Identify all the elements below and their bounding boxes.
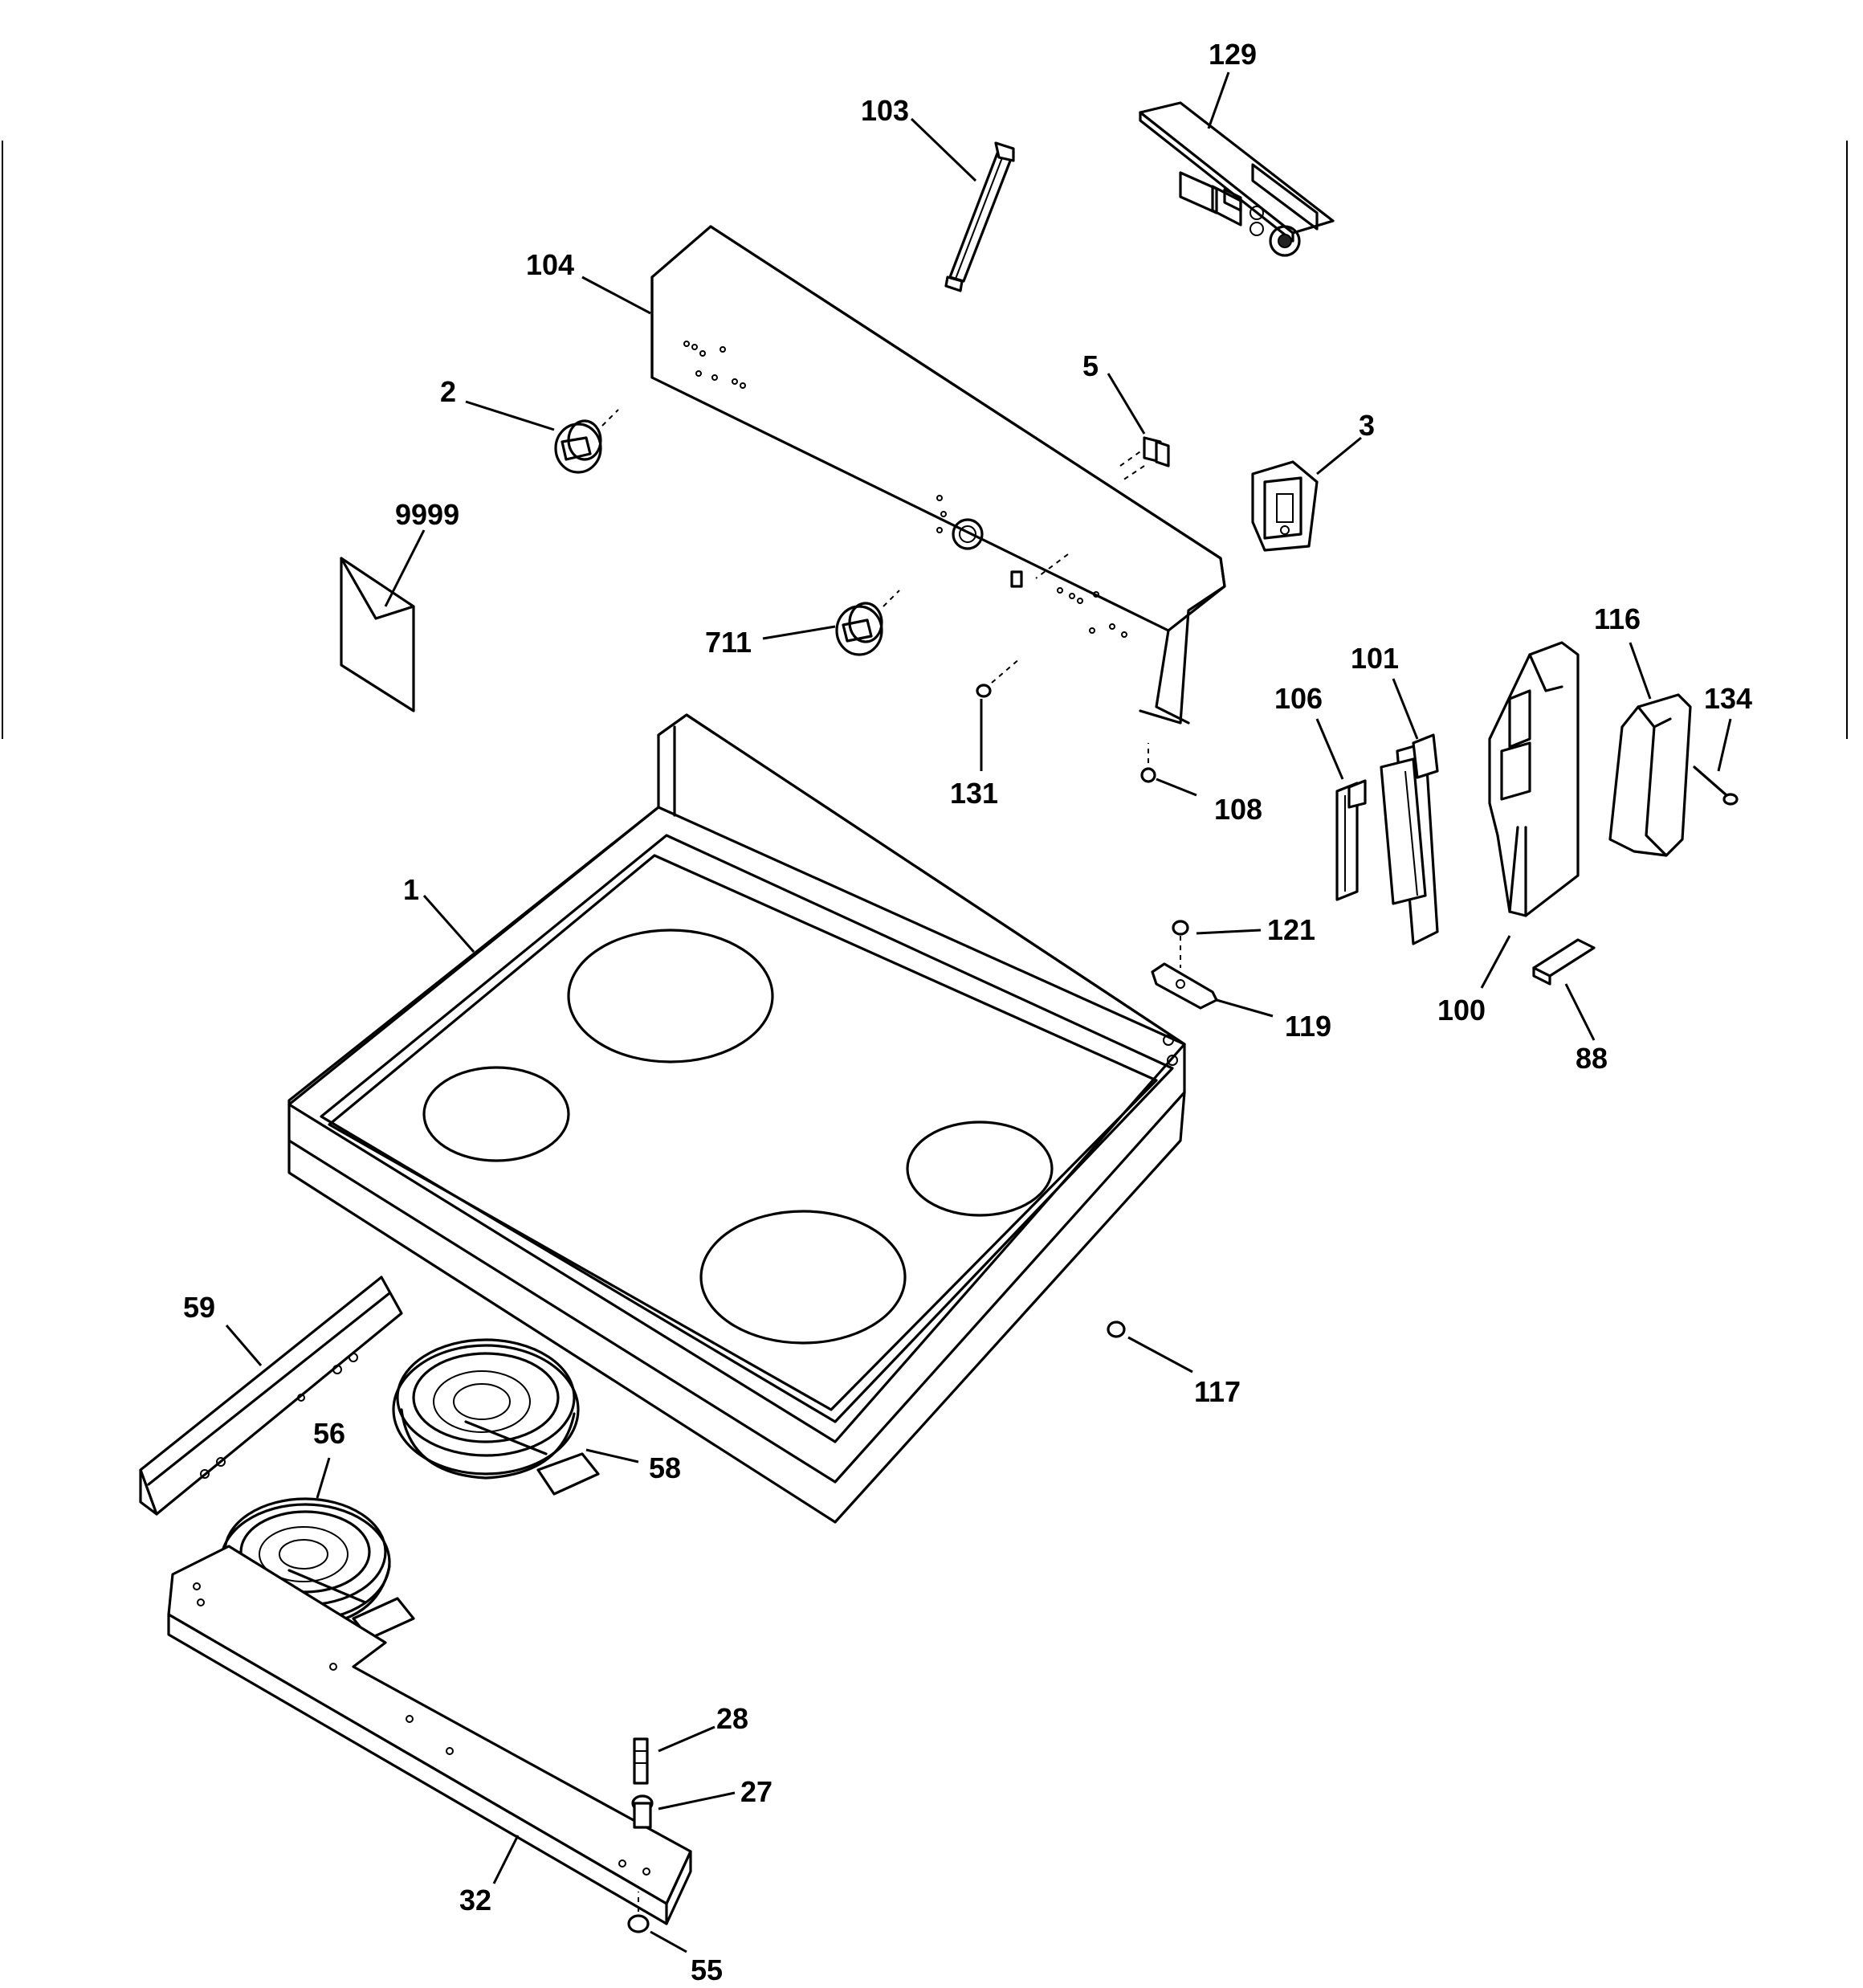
side-trim-panel	[1488, 641, 1580, 917]
screw-134	[1693, 765, 1739, 806]
bracket-106	[1335, 779, 1367, 901]
screw-108	[1140, 743, 1156, 783]
label-129: 129	[1209, 38, 1257, 71]
label-116: 116	[1594, 602, 1641, 635]
label-2: 2	[440, 375, 456, 408]
screw-121	[1172, 920, 1189, 968]
label-9999: 9999	[395, 498, 459, 531]
electronic-control-board	[1139, 101, 1335, 582]
label-121: 121	[1267, 913, 1315, 946]
label-134: 134	[1704, 682, 1752, 715]
backsplash-panel	[650, 225, 1226, 725]
screw-131	[976, 658, 1021, 698]
label-58: 58	[649, 1451, 681, 1484]
label-56: 56	[313, 1417, 345, 1450]
nut-117	[1107, 1321, 1126, 1338]
label-27: 27	[740, 1775, 773, 1808]
label-711: 711	[705, 626, 752, 659]
burner-ring-front-left	[422, 1066, 570, 1162]
leader-lines	[225, 71, 1732, 1953]
hold-down-bracket	[1151, 962, 1218, 1010]
label-117: 117	[1194, 1375, 1241, 1408]
label-88: 88	[1576, 1042, 1608, 1075]
label-108: 108	[1214, 793, 1262, 826]
label-28: 28	[716, 1702, 748, 1735]
knob-711	[835, 590, 900, 656]
label-32: 32	[459, 1884, 491, 1917]
label-59: 59	[183, 1291, 215, 1324]
spacer-27	[631, 1794, 654, 1829]
label-131: 131	[950, 777, 998, 810]
label-103: 103	[861, 94, 909, 127]
nut-55	[627, 1892, 650, 1933]
knob-2	[554, 409, 619, 474]
console-bracket	[944, 141, 1015, 292]
envelope-literature	[340, 557, 415, 712]
label-55: 55	[691, 1953, 723, 1986]
label-1: 1	[403, 873, 419, 906]
label-106: 106	[1274, 682, 1323, 715]
bracket-88	[1532, 938, 1596, 986]
angle-bracket-59	[139, 1276, 403, 1516]
cooktop-glass	[287, 713, 1186, 1524]
burner-ring-rear-left	[567, 929, 774, 1063]
bracket-101	[1380, 733, 1439, 945]
switch-3	[1251, 460, 1319, 552]
switch-5	[1119, 436, 1170, 483]
label-100: 100	[1437, 994, 1486, 1027]
label-3: 3	[1359, 409, 1375, 442]
label-5: 5	[1082, 349, 1099, 382]
end-cap-116	[1608, 693, 1692, 857]
label-101: 101	[1351, 642, 1399, 675]
label-119: 119	[1285, 1010, 1331, 1043]
support-rail-32	[167, 1545, 692, 1925]
radiant-element-58	[392, 1338, 600, 1496]
label-104: 104	[526, 248, 574, 281]
burner-ring-front-right	[699, 1210, 907, 1345]
stud-28	[633, 1737, 649, 1785]
burner-ring-rear-right	[906, 1121, 1054, 1217]
